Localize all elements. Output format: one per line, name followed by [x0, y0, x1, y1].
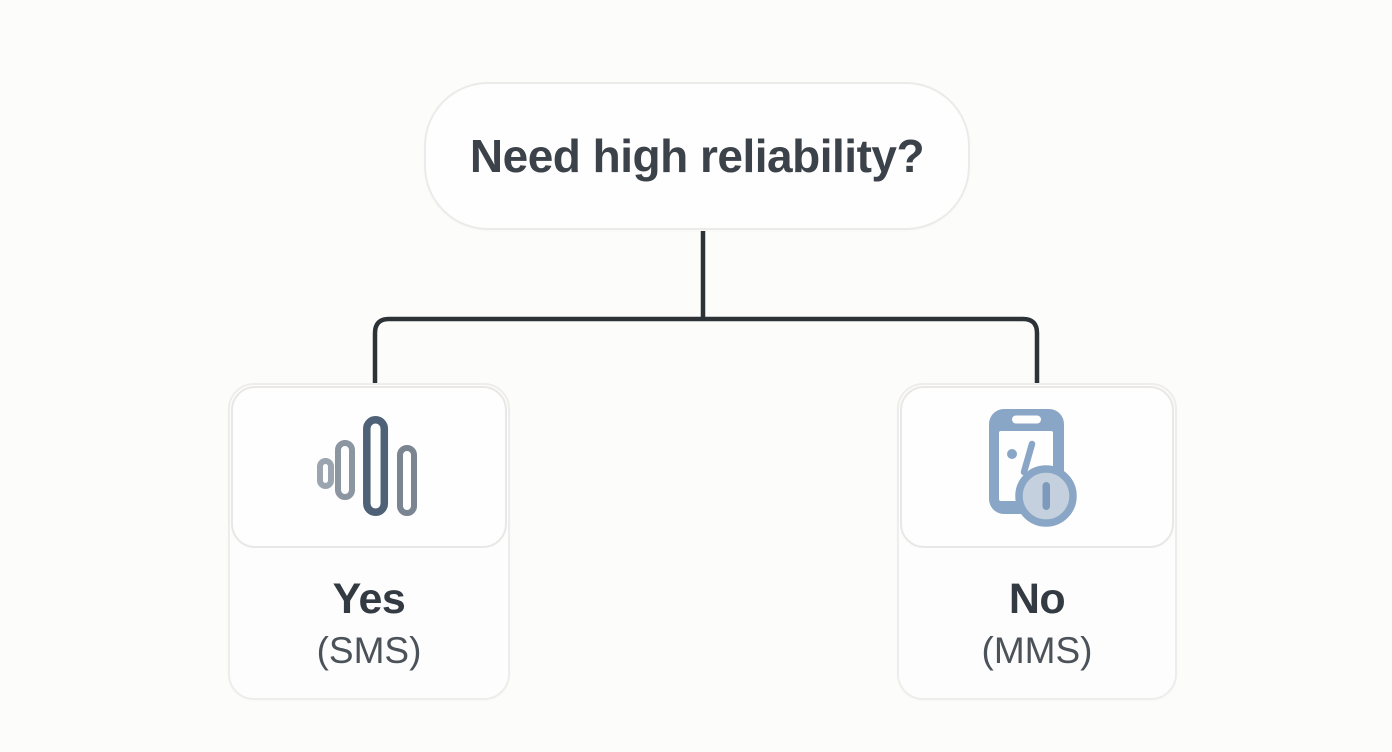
- yes-icon-panel: [231, 386, 507, 548]
- no-icon-panel: [900, 386, 1174, 548]
- branch-answer: No: [1008, 575, 1066, 624]
- no-labels: No (MMS): [899, 550, 1175, 698]
- yes-labels: Yes (SMS): [230, 550, 508, 698]
- branch-method: (SMS): [316, 629, 422, 671]
- root-question-node: Need high reliability?: [424, 82, 970, 230]
- phone-alert-icon: [989, 409, 1077, 527]
- signal-bars-icon: [317, 416, 417, 517]
- connector-branch: [372, 316, 1040, 384]
- branch-answer: Yes: [332, 575, 406, 624]
- root-question-label: Need high reliability?: [469, 130, 925, 182]
- branch-card-yes: Yes (SMS): [228, 383, 510, 700]
- branch-method: (MMS): [981, 629, 1093, 671]
- branch-card-no: No (MMS): [897, 383, 1177, 700]
